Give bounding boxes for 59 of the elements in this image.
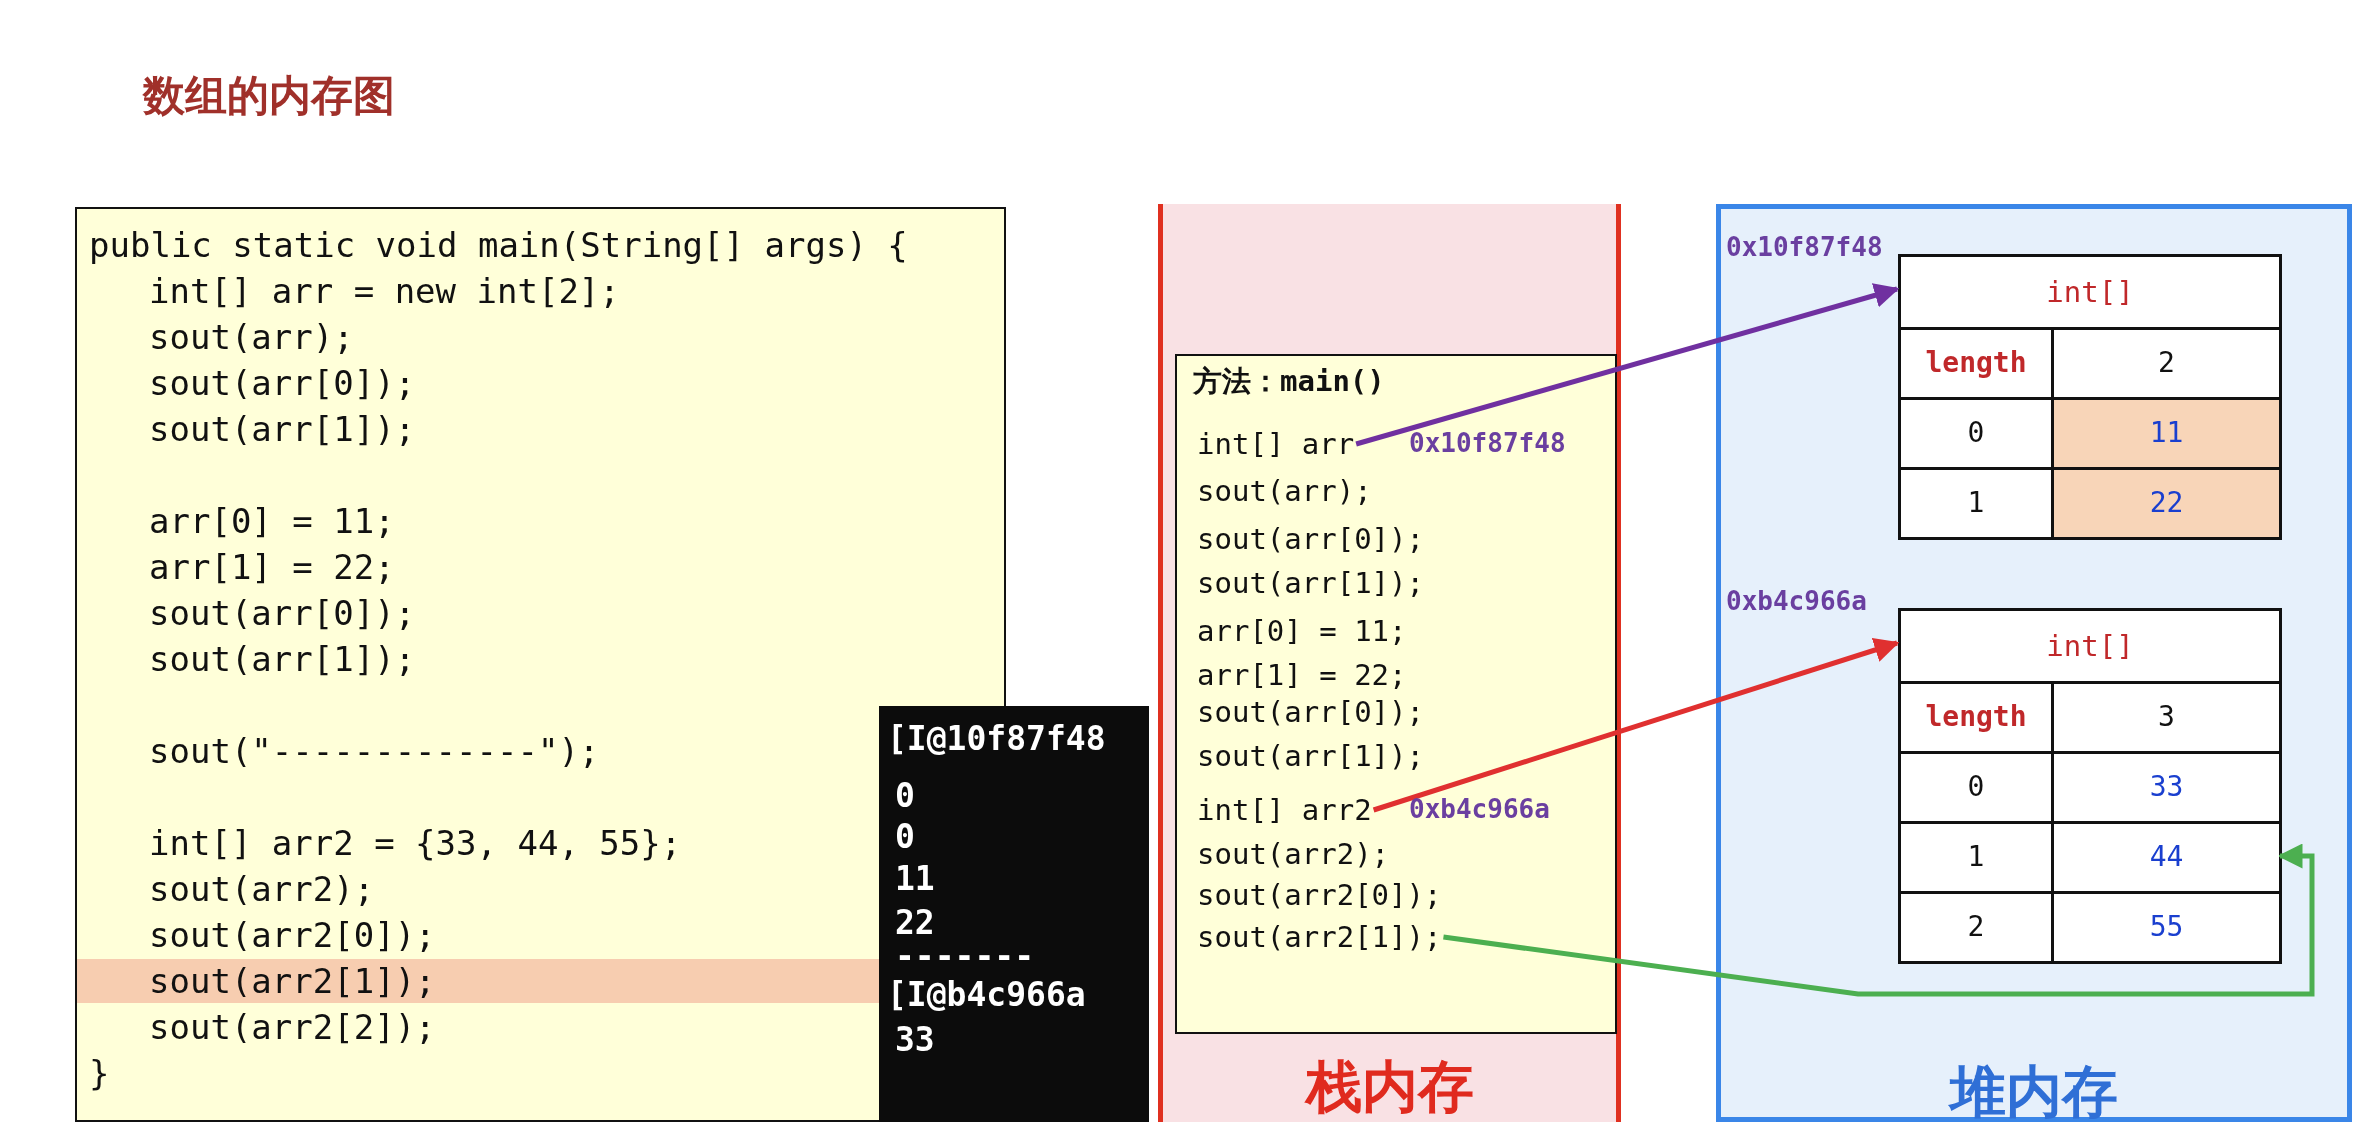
method-frame bbox=[1175, 354, 1617, 1034]
code-line: sout(arr[1]); bbox=[148, 408, 416, 451]
code-line: sout(arr); bbox=[148, 316, 354, 359]
code-line: sout(arr); bbox=[1197, 472, 1372, 510]
code-line: arr[1] = 22; bbox=[1197, 656, 1407, 694]
address-label: 0xb4c966a bbox=[1409, 794, 1550, 824]
code-line: sout(arr[0]); bbox=[1197, 693, 1424, 731]
table-cell: 2 bbox=[2051, 327, 2279, 397]
code-line: } bbox=[88, 1052, 110, 1095]
code-line: sout("-------------"); bbox=[148, 730, 600, 773]
code-line: public static void main(String[] args) { bbox=[88, 224, 908, 267]
address-label: 0x10f87f48 bbox=[1726, 232, 1883, 262]
code-line: sout(arr2); bbox=[148, 868, 375, 911]
memory-area-label: 堆内存 bbox=[1950, 1058, 2118, 1122]
code-line: int[] arr2 = {33, 44, 55}; bbox=[148, 822, 682, 865]
code-line: sout(arr[0]); bbox=[1197, 520, 1424, 558]
code-line: sout(arr[1]); bbox=[1197, 737, 1424, 775]
console-output-line: 0 bbox=[895, 775, 915, 817]
code-line: arr[1] = 22; bbox=[148, 546, 395, 589]
code-line: sout(arr2); bbox=[1197, 835, 1390, 873]
array-table bbox=[1898, 608, 2282, 964]
table-cell: 11 bbox=[2051, 397, 2279, 467]
address-label: 0x10f87f48 bbox=[1409, 428, 1566, 458]
table-cell: 22 bbox=[2051, 467, 2279, 537]
frame-heading: 方法：main() bbox=[1193, 363, 1385, 400]
code-line: sout(arr[1]); bbox=[148, 638, 416, 681]
table-cell: 44 bbox=[2051, 821, 2279, 891]
table-cell: 3 bbox=[2051, 681, 2279, 751]
arrow bbox=[1355, 283, 1900, 447]
console-output-line: 11 bbox=[895, 858, 935, 900]
console-output-line: [I@10f87f48 bbox=[887, 718, 1106, 760]
table-header: int[] bbox=[2045, 628, 2135, 665]
code-line: sout(arr2[1]); bbox=[1197, 918, 1442, 956]
console-panel bbox=[879, 706, 1149, 1122]
code-line: sout(arr[0]); bbox=[148, 592, 416, 635]
table-cell: 55 bbox=[2051, 891, 2279, 961]
array-table bbox=[1898, 254, 2282, 540]
code-line: sout(arr2[2]); bbox=[148, 1006, 436, 1049]
slide-title: 数组的内存图 bbox=[143, 70, 395, 122]
console-output-line: [I@b4c966a bbox=[887, 974, 1086, 1016]
address-label: 0xb4c966a bbox=[1726, 586, 1867, 616]
code-line: sout(arr[0]); bbox=[148, 362, 416, 405]
code-line: arr[0] = 11; bbox=[1197, 612, 1407, 650]
memory-area bbox=[1716, 204, 2352, 1122]
memory-area bbox=[1158, 204, 1621, 1122]
console-output-line: 33 bbox=[895, 1019, 935, 1061]
table-header: int[] bbox=[2045, 274, 2135, 311]
console-output-line: 0 bbox=[895, 816, 915, 858]
code-line: int[] arr bbox=[1197, 425, 1355, 463]
arrow bbox=[1443, 843, 2315, 997]
code-line: sout(arr2[0]); bbox=[1197, 876, 1442, 914]
code-line: int[] arr = new int[2]; bbox=[148, 270, 620, 313]
code-line: int[] arr2 bbox=[1197, 791, 1372, 829]
table-cell: 33 bbox=[2051, 751, 2279, 821]
memory-area-label: 栈内存 bbox=[1305, 1053, 1474, 1121]
arrow bbox=[1372, 637, 1900, 813]
code-line: sout(arr2[0]); bbox=[148, 914, 436, 957]
code-line: sout(arr[1]); bbox=[1197, 564, 1424, 602]
code-line: arr[0] = 11; bbox=[148, 500, 395, 543]
